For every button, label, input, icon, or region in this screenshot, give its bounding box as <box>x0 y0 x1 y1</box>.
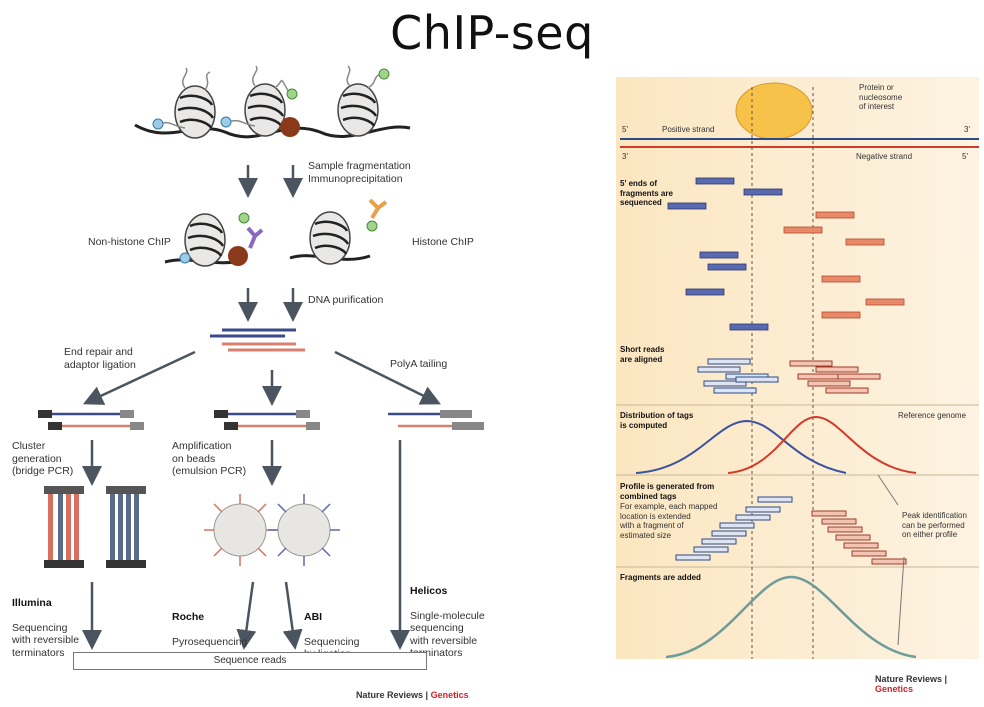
five-prime-right: 5' <box>962 152 968 161</box>
sequence-reads-box: Sequence reads <box>73 652 427 670</box>
positive-strand-label: Positive strand <box>662 125 715 134</box>
right-credit-sep: | <box>944 674 948 684</box>
tag-distribution-diagram <box>616 77 979 659</box>
combined-fragment-profile <box>665 575 917 659</box>
polya-label: PolyA tailing <box>390 358 448 370</box>
sequenced-end <box>815 211 855 219</box>
three-prime-left: 3' <box>622 152 628 161</box>
amplification-label: Amplification on beads (emulsion PCR) <box>172 440 247 477</box>
aligned-read <box>697 366 741 373</box>
illumina-name: Illumina <box>12 596 52 609</box>
profile-reads-layer <box>675 496 907 565</box>
sequenced-end <box>685 288 725 296</box>
aligned-read <box>789 360 833 367</box>
right-credit: Nature Reviews | Genetics <box>875 674 984 694</box>
distribution-label: Distribution of tags is computed <box>620 411 694 430</box>
sequenced-end <box>743 188 783 196</box>
protein-label: Protein or nucleosome of interest <box>859 83 903 111</box>
aligned-read <box>703 380 747 387</box>
aligned-read <box>807 380 851 387</box>
positive-tag-distribution <box>635 419 847 474</box>
dna-purification-label: DNA purification <box>308 294 384 306</box>
three-prime-right: 3' <box>964 125 970 134</box>
fragment-layer <box>667 177 924 331</box>
sequenced-end <box>821 311 861 319</box>
profile-read <box>735 514 771 521</box>
helicos-name: Helicos <box>410 584 448 597</box>
profile-read <box>675 554 711 561</box>
sequenced-end <box>729 323 769 331</box>
profile-read <box>711 530 747 537</box>
sequenced-end <box>783 226 823 234</box>
aligned-read <box>797 373 841 380</box>
profile-read <box>701 538 737 545</box>
sequenced-end <box>707 263 747 271</box>
chip-seq-analysis-panel: Protein or nucleosome of interest 5' Pos… <box>616 77 979 659</box>
roche-desc: Pyrosequencing <box>172 635 248 648</box>
profile-read <box>757 496 793 503</box>
sequenced-end <box>695 177 735 185</box>
profile-read <box>821 518 857 525</box>
protein-icon <box>280 117 300 137</box>
sequenced-end <box>667 202 707 210</box>
fragments-added-label: Fragments are added <box>620 573 701 582</box>
sequenced-end <box>699 251 739 259</box>
non-histone-label: Non-histone ChIP <box>88 236 171 248</box>
end-repair-label: End repair and adaptor ligation <box>64 346 136 371</box>
left-credit: Nature Reviews | Genetics <box>356 690 469 700</box>
profile-read <box>871 558 907 565</box>
profile-title-label: Profile is generated from combined tags <box>620 482 715 501</box>
aligned-reads-layer <box>697 358 881 394</box>
roche-label: Roche Pyrosequencing <box>172 598 247 648</box>
profile-read <box>843 542 879 549</box>
sequenced-end <box>821 275 861 283</box>
peak-identification-label: Peak identification can be performed on … <box>902 511 967 539</box>
aligned-read <box>713 387 757 394</box>
left-credit-section: Genetics <box>430 690 469 700</box>
profile-desc-label: For example, each mapped location is ext… <box>620 502 718 540</box>
profile-read <box>811 510 847 517</box>
profile-read <box>719 522 755 529</box>
antibody-icon <box>246 226 264 249</box>
five-prime-left: 5' <box>622 125 628 134</box>
profile-read <box>745 506 781 513</box>
aligned-read <box>707 358 751 365</box>
sequenced-end <box>845 238 885 246</box>
bridge-cluster-icon <box>44 486 146 568</box>
helicos-label: Helicos Single-molecule sequencing with … <box>410 572 485 660</box>
cluster-generation-label: Cluster generation (bridge PCR) <box>12 440 74 477</box>
bead-icon <box>204 494 340 566</box>
aligned-read <box>837 373 881 380</box>
aligned-read <box>735 376 779 383</box>
nucleosome-icon <box>174 83 379 139</box>
antibody-icon <box>368 198 388 220</box>
profile-read <box>827 526 863 533</box>
profile-read <box>851 550 887 557</box>
profile-read <box>693 546 729 553</box>
sequenced-end <box>865 298 905 306</box>
protein-of-interest-icon <box>735 82 813 140</box>
illumina-label: Illumina Sequencing with reversible term… <box>12 584 79 659</box>
fragmentation-label: Sample fragmentation Immunoprecipitation <box>308 160 411 185</box>
aligned-read <box>815 366 859 373</box>
roche-name: Roche <box>172 610 205 623</box>
aligned-read <box>825 387 869 394</box>
chip-workflow-diagram <box>38 65 484 650</box>
slide-title: ChIP-seq <box>390 6 594 60</box>
profile-read <box>835 534 871 541</box>
histone-label: Histone ChIP <box>412 236 474 248</box>
ends-sequenced-label: 5' ends of fragments are sequenced <box>620 179 673 207</box>
reference-genome-label: Reference genome <box>898 411 967 420</box>
illumina-desc: Sequencing with reversible terminators <box>12 621 80 659</box>
negative-strand-label: Negative strand <box>856 152 913 161</box>
right-credit-section: Genetics <box>875 684 914 694</box>
left-credit-journal: Nature Reviews <box>356 690 424 700</box>
abi-name: ABI <box>304 610 323 623</box>
right-credit-journal: Nature Reviews <box>875 674 943 684</box>
short-reads-label: Short reads are aligned <box>620 345 665 364</box>
negative-tag-distribution <box>727 415 917 474</box>
left-credit-sep: | <box>425 690 429 700</box>
